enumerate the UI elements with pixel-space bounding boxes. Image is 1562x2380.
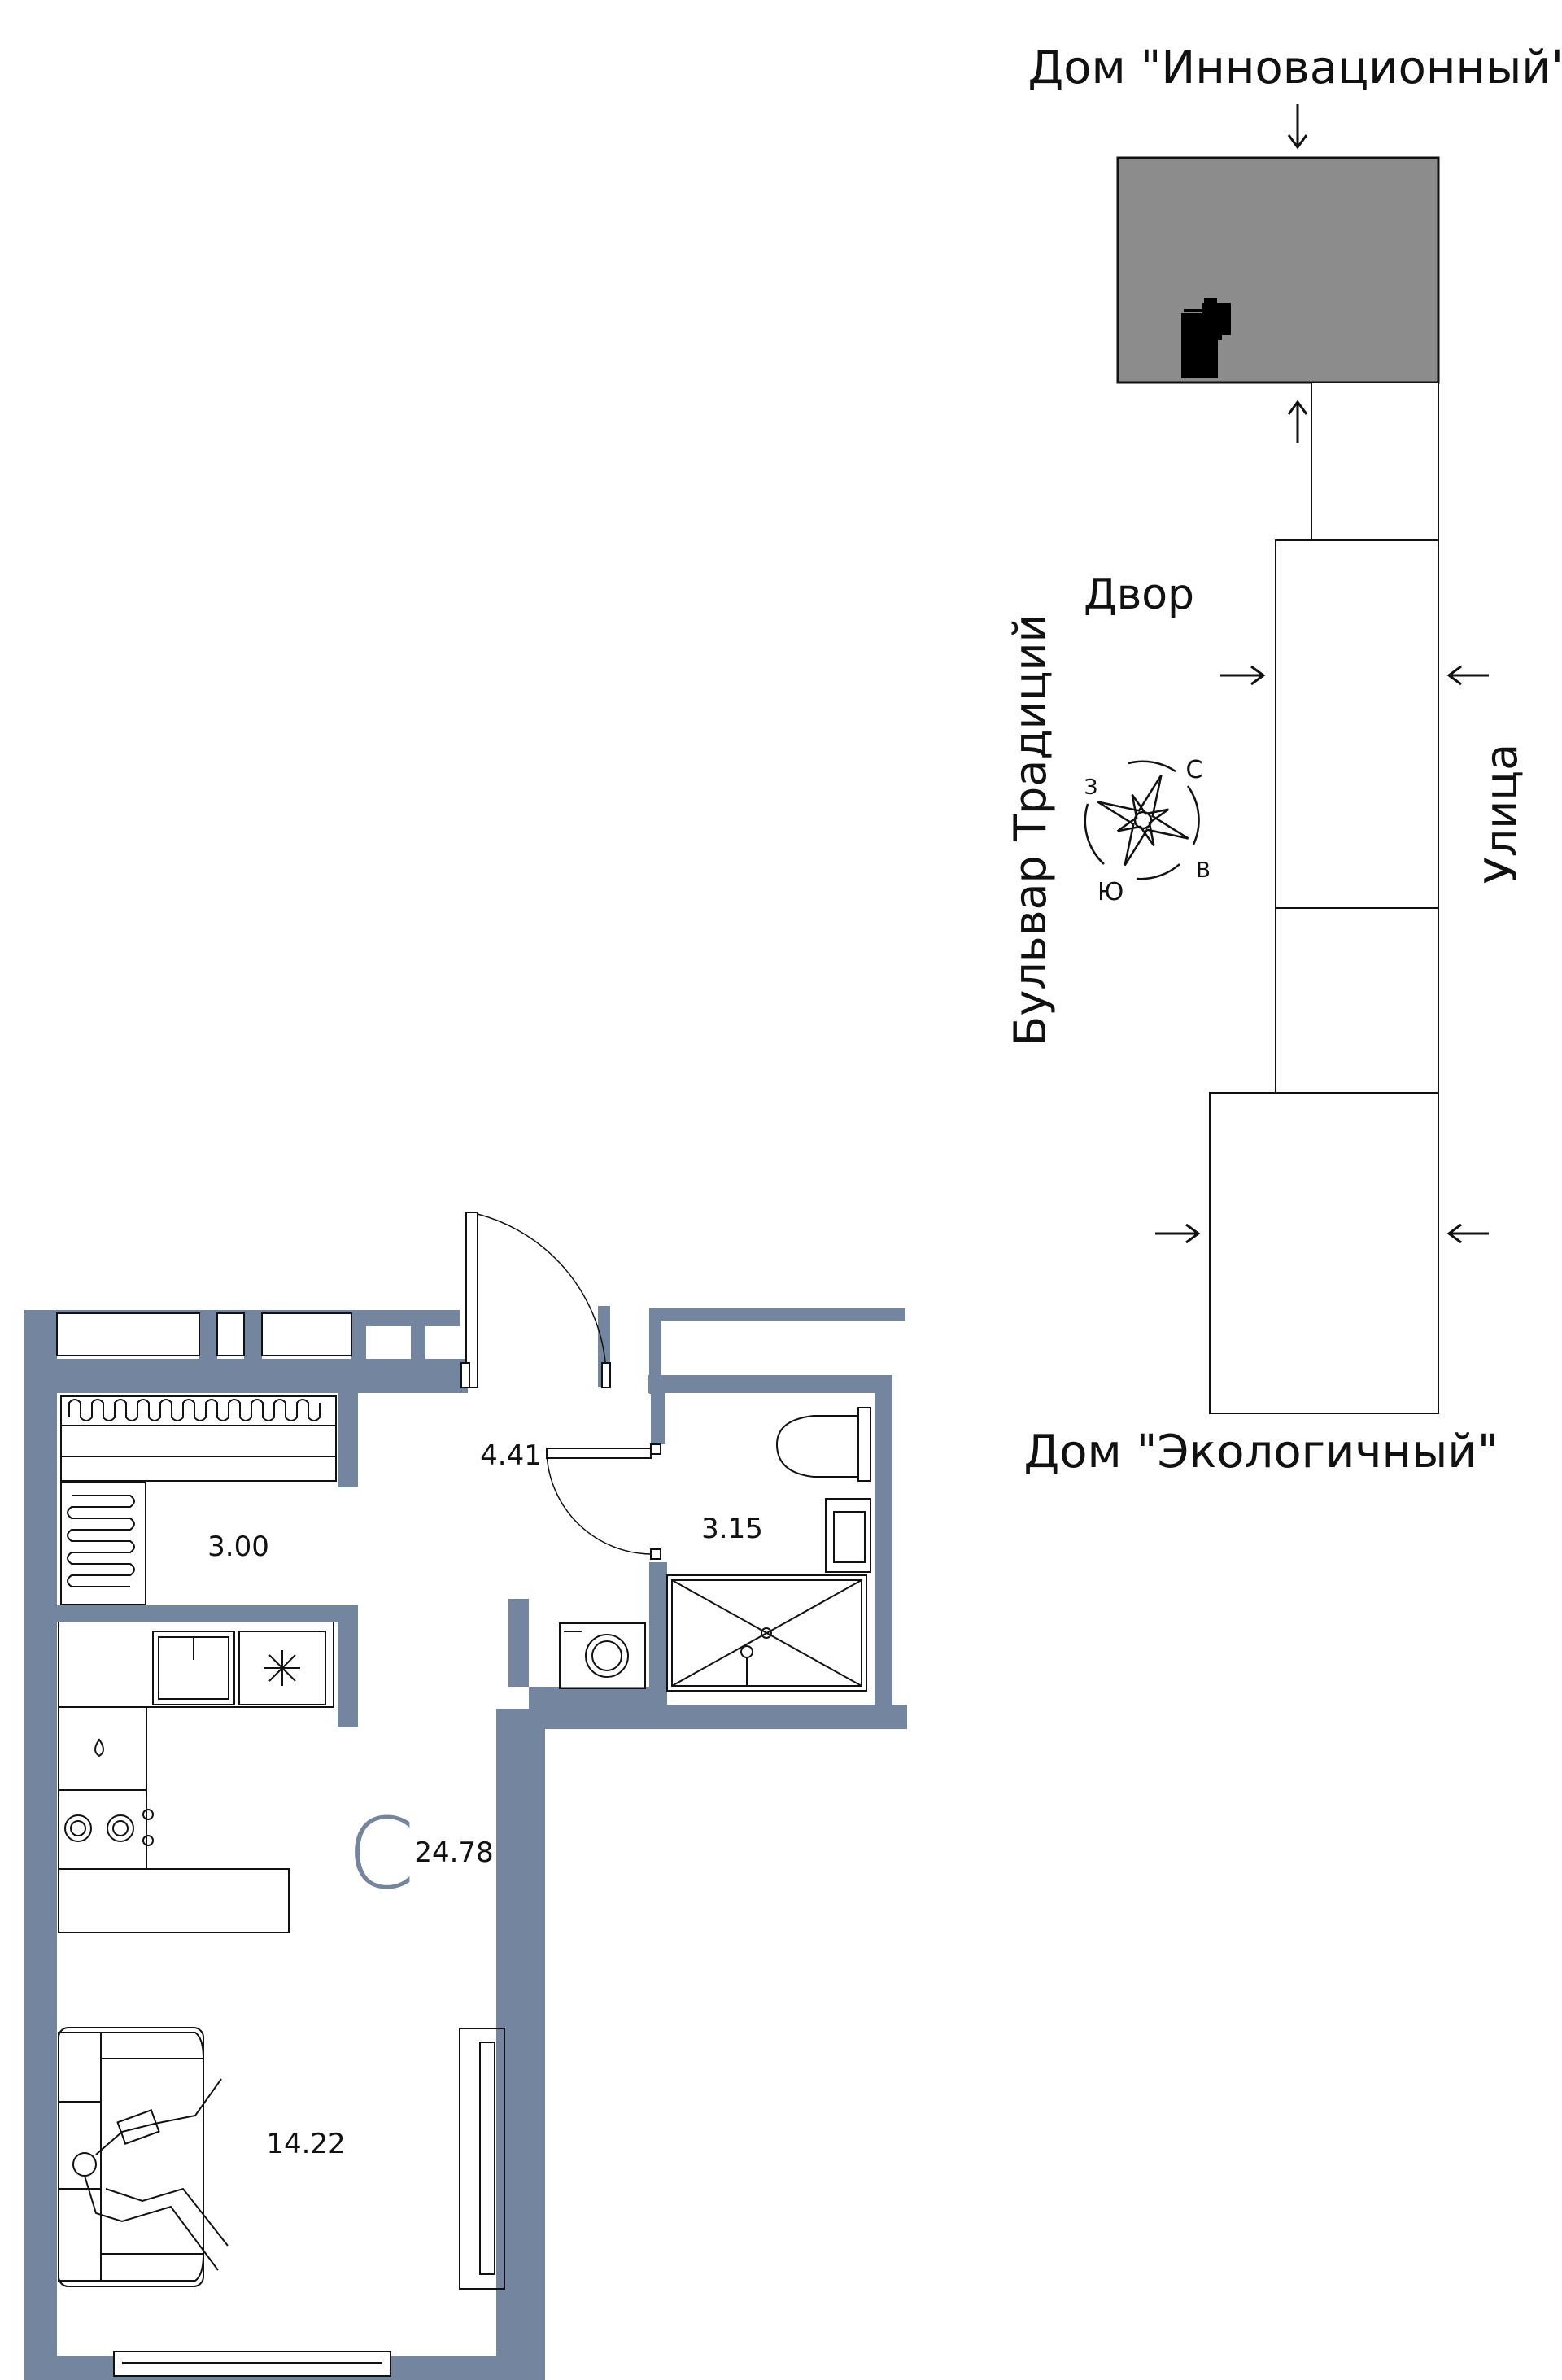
sink-icon [825,1498,871,1573]
compass-west: З [1084,775,1098,800]
building-middle [1275,539,1439,909]
label-house-top: Дом "Инновационный" [1028,41,1562,94]
building-connector [1311,382,1439,541]
kitchen-sink-icon [152,1631,235,1705]
compass-rose-icon: С В Ю З [1084,756,1211,906]
shower-tray-icon [666,1574,867,1692]
house-innovative [1116,156,1440,384]
washing-machine-icon [559,1622,646,1689]
kitchen-counter [58,1622,334,1933]
entrance-arrows-side [1155,665,1489,1244]
site-plan: Дом "Инновационный" Двор Бульвар Трад [1005,41,1562,1478]
fridge-icon [238,1631,326,1705]
label-street: Улица [1476,744,1527,884]
person-figure-icon [72,2078,229,2271]
area-balcony: 3.00 [207,1531,269,1563]
floor-plan: 4.41 3.00 3.15 14.22 С 24.78 [24,1212,907,2380]
apartment-type-label: С [347,1798,415,1911]
sofa-icon [58,2027,205,2287]
entrance-arrow-up [1287,400,1308,443]
area-living-room: 14.22 [266,2128,345,2160]
house-ecological [1209,1092,1439,1414]
balcony-radiator [60,1395,337,1605]
label-boulevard: Бульвар Традиций [1005,614,1056,1046]
entrance-door[interactable] [460,1212,611,1388]
compass-north: С [1186,756,1203,784]
toilet-icon [775,1407,871,1482]
building-middle-lower [1275,907,1439,1094]
entrance-arrow-top [1287,104,1308,150]
apartment-location-marker [1181,303,1231,378]
bathroom-door[interactable] [546,1443,661,1560]
label-house-bottom: Дом "Экологичный" [1024,1426,1499,1478]
label-yard: Двор [1084,570,1194,619]
tv-stand-icon [459,2028,505,2290]
area-bathroom: 3.15 [701,1513,763,1545]
total-area-label: 24.78 [414,1836,493,1869]
stove-icon [64,1809,154,1846]
tap-icon [94,1738,104,1758]
compass-south: Ю [1097,878,1124,906]
windows [56,1312,391,2377]
area-hallway: 4.41 [480,1439,542,1472]
compass-east: В [1196,858,1211,883]
